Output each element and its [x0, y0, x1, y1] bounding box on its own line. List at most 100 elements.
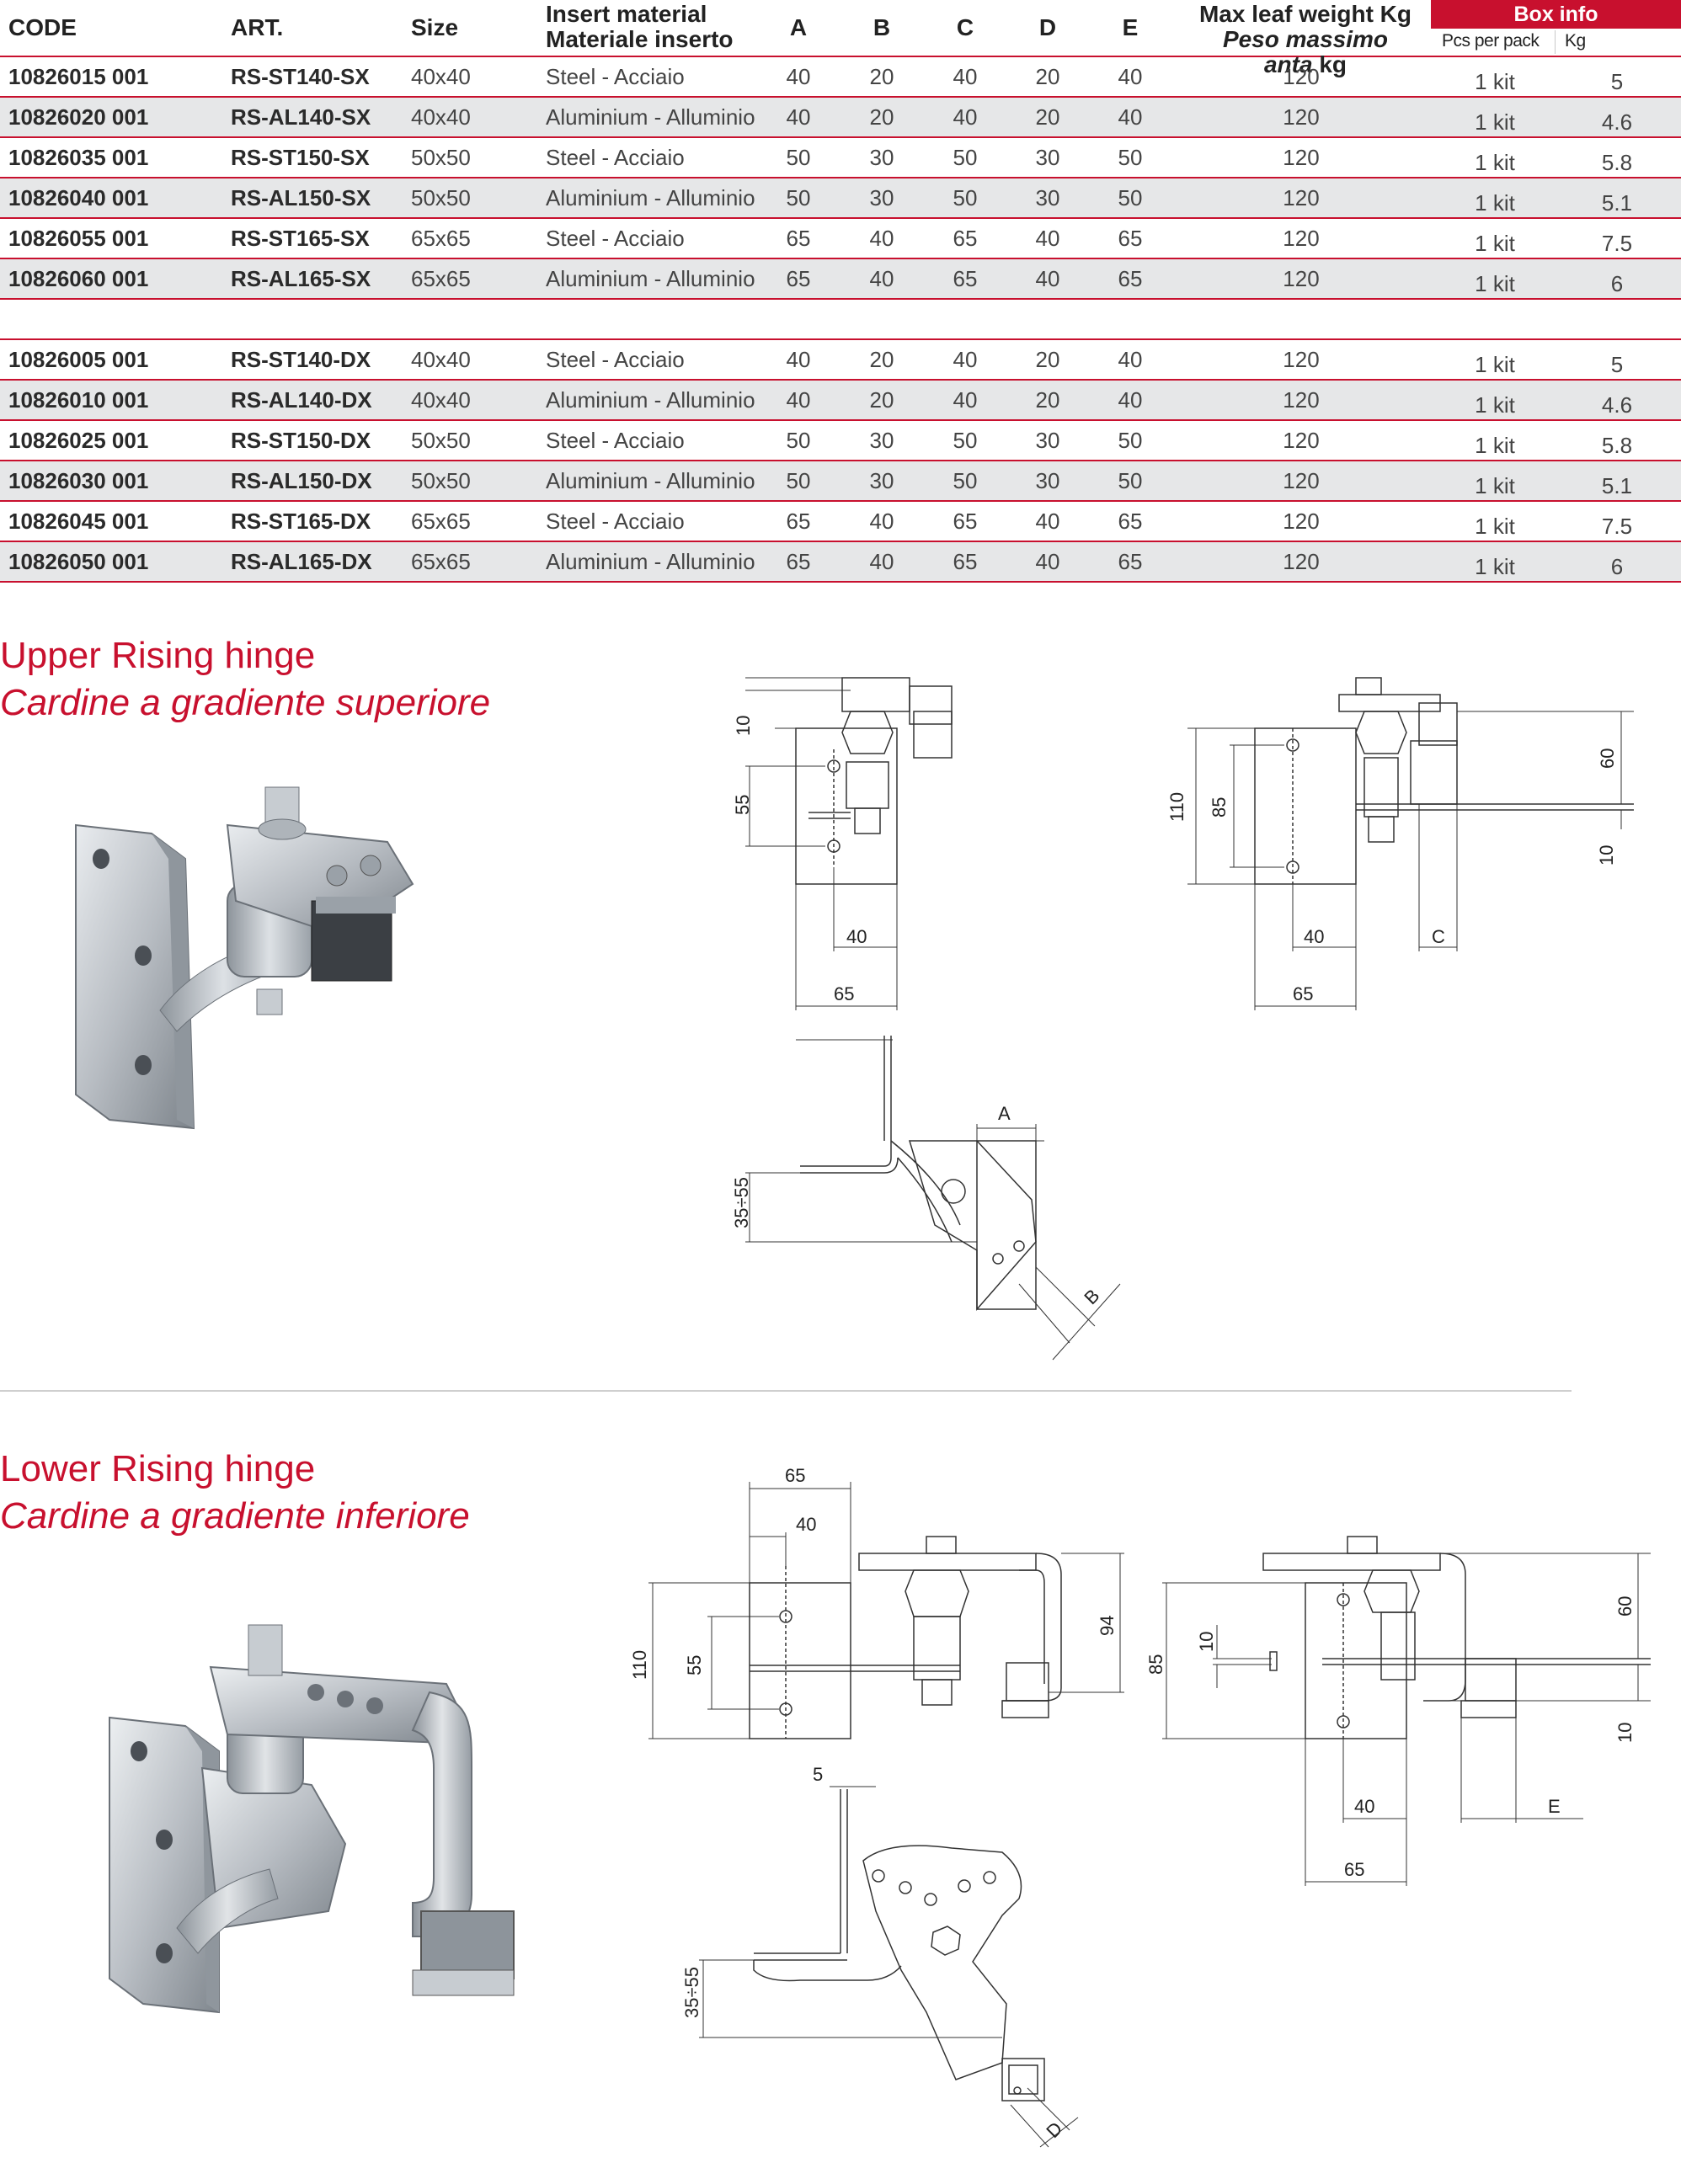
cell-pcs: 1 kit	[1475, 433, 1515, 458]
cell-size: 65x65	[411, 226, 471, 251]
cell-kg: 7.5	[1601, 514, 1633, 539]
lower-dim-5: 5	[813, 1764, 823, 1785]
upper-dim-55: 55	[732, 795, 753, 815]
cell-pcs: 1 kit	[1475, 69, 1515, 94]
cell-pcs: 1 kit	[1475, 352, 1515, 377]
cell-pcs: 1 kit	[1475, 109, 1515, 135]
cell-material: Steel - Acciaio	[546, 347, 685, 372]
cell-size: 40x40	[411, 104, 471, 130]
header-pcs-per-pack: Pcs per pack	[1442, 31, 1540, 51]
header-d: D	[1038, 14, 1057, 40]
cell-a: 40	[786, 104, 811, 130]
cell-code: 10826035 001	[8, 145, 149, 170]
cell-d: 20	[1035, 64, 1060, 89]
upper-front-drawing: 10 55 40 65	[732, 677, 953, 1010]
header-max-leaf-weight: Max leaf weight Kg Peso massimo anta kg	[1196, 2, 1415, 77]
cell-kg: 5.8	[1601, 150, 1633, 175]
lower-front-drawing: 65 40 110 55 94	[629, 1465, 1124, 1739]
lower-dim-d: D	[1042, 2117, 1066, 2142]
cell-art: RS-ST150-DX	[231, 428, 371, 453]
header-insert-material-en: Insert material	[546, 1, 707, 27]
cell-d: 20	[1035, 347, 1060, 372]
cell-d: 30	[1035, 145, 1060, 170]
cell-e: 50	[1118, 428, 1143, 453]
upper-dim-a: A	[998, 1103, 1011, 1124]
lower-dim-10: 10	[1196, 1632, 1217, 1652]
cell-material: Steel - Acciaio	[546, 226, 685, 251]
cell-c: 40	[953, 64, 978, 89]
cell-kg: 4.6	[1601, 109, 1633, 135]
cell-size: 50x50	[411, 468, 471, 493]
cell-art: RS-AL140-SX	[231, 104, 371, 130]
cell-art: RS-AL165-DX	[231, 549, 372, 574]
header-insert-material-it: Materiale inserto	[546, 26, 734, 52]
cell-kg: 5.1	[1601, 473, 1633, 498]
cell-c: 50	[953, 468, 978, 493]
cell-material: Steel - Acciaio	[546, 64, 685, 89]
cell-a: 65	[786, 509, 811, 534]
cell-size: 40x40	[411, 64, 471, 89]
cell-e: 50	[1118, 145, 1143, 170]
cell-size: 50x50	[411, 145, 471, 170]
cell-art: RS-ST150-SX	[231, 145, 370, 170]
cell-art: RS-ST165-DX	[231, 509, 371, 534]
cell-code: 10826045 001	[8, 509, 149, 534]
cell-c: 50	[953, 428, 978, 453]
cell-max: 120	[1283, 387, 1320, 413]
header-e: E	[1122, 14, 1139, 40]
cell-d: 40	[1035, 266, 1060, 291]
cell-e: 40	[1118, 347, 1143, 372]
cell-b: 30	[869, 468, 894, 493]
lower-dim-10b: 10	[1614, 1723, 1636, 1743]
header-art: ART.	[231, 14, 284, 40]
cell-e: 40	[1118, 387, 1143, 413]
cell-kg: 4.6	[1601, 392, 1633, 418]
upper-dim-10: 10	[733, 716, 754, 736]
cell-c: 40	[953, 347, 978, 372]
cell-size: 40x40	[411, 387, 471, 413]
upper-hinge-photo	[75, 786, 414, 1130]
lower-dim-110: 110	[629, 1650, 650, 1680]
table-spacer-row	[0, 300, 1681, 340]
cell-c: 65	[953, 549, 978, 574]
cell-c: 40	[953, 104, 978, 130]
cell-pcs: 1 kit	[1475, 150, 1515, 175]
cell-material: Steel - Acciaio	[546, 509, 685, 534]
cell-a: 40	[786, 387, 811, 413]
cell-code: 10826060 001	[8, 266, 149, 291]
cell-material: Aluminium - Alluminio	[546, 468, 755, 493]
header-max-leaf-it: Peso massimo anta	[1222, 26, 1389, 77]
cell-b: 40	[869, 226, 894, 251]
cell-e: 65	[1118, 266, 1143, 291]
cell-b: 20	[869, 104, 894, 130]
cell-pcs: 1 kit	[1475, 271, 1515, 296]
header-c: C	[956, 14, 974, 40]
header-max-leaf-it-line: Peso massimo anta kg	[1196, 27, 1415, 77]
cell-pcs: 1 kit	[1475, 554, 1515, 579]
cell-b: 30	[869, 428, 894, 453]
lower-dim-35-55: 35÷55	[681, 1967, 702, 2018]
cell-e: 65	[1118, 509, 1143, 534]
cell-a: 65	[786, 266, 811, 291]
cell-d: 40	[1035, 549, 1060, 574]
cell-code: 10826020 001	[8, 104, 149, 130]
lower-dim-40: 40	[796, 1514, 816, 1535]
cell-max: 120	[1283, 185, 1320, 210]
header-size: Size	[411, 14, 459, 40]
cell-code: 10826055 001	[8, 226, 149, 251]
cell-b: 40	[869, 549, 894, 574]
cell-c: 50	[953, 185, 978, 210]
cell-a: 65	[786, 549, 811, 574]
cell-pcs: 1 kit	[1475, 190, 1515, 216]
lower-dim-55: 55	[684, 1655, 705, 1675]
cell-kg: 6	[1610, 271, 1624, 296]
cell-art: RS-AL150-DX	[231, 468, 372, 493]
cell-b: 20	[869, 387, 894, 413]
cell-max: 120	[1283, 509, 1320, 534]
cell-pcs: 1 kit	[1475, 392, 1515, 418]
